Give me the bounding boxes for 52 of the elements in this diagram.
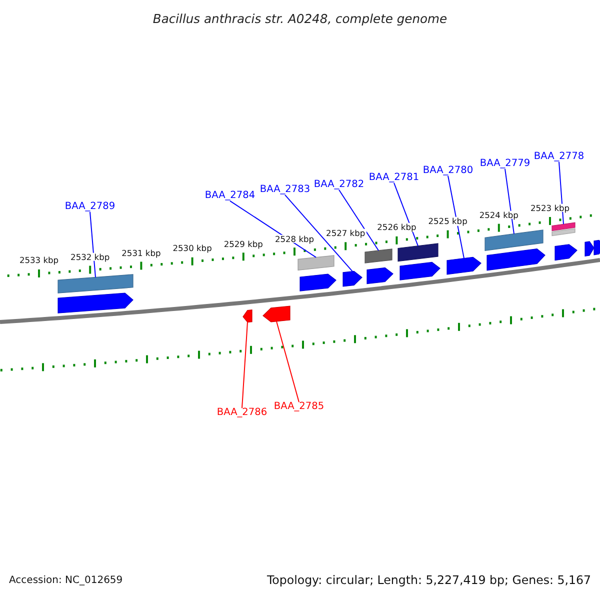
gene-block (594, 240, 600, 256)
leader-line (284, 194, 353, 272)
gene-feature (484, 230, 544, 251)
tick-label: 2528 kbp (274, 234, 316, 243)
gene-label: BAA_2779 (480, 159, 530, 169)
gene-feature (364, 248, 392, 264)
leader-line (230, 200, 316, 258)
gene-label: BAA_2778 (534, 152, 584, 162)
leader-line (504, 168, 514, 234)
gene-feature (552, 228, 576, 236)
tick-label: 2532 kbp (70, 252, 111, 261)
gene-label: BAA_2785 (274, 402, 324, 412)
tick-label: 2531 kbp (120, 248, 162, 257)
gene-label: BAA_2786 (216, 408, 268, 418)
leader-line (276, 320, 300, 403)
gene-block (242, 309, 252, 323)
tick-label: 2523 kbp (529, 204, 571, 212)
gene-label: BAA_2780 (422, 166, 474, 176)
tick-label: 2529 kbp (222, 240, 264, 248)
tick-label: 2524 kbp (478, 210, 520, 219)
gene-block (262, 306, 290, 322)
tick-label: 2533 kbp (18, 256, 60, 265)
leader-line (338, 189, 379, 251)
gene-block (584, 241, 594, 256)
leader-line (90, 211, 96, 278)
gene-label: BAA_2783 (260, 185, 310, 195)
gene-block (300, 274, 336, 292)
gene-feature (552, 222, 576, 232)
gene-feature (398, 243, 438, 262)
accession-text: Accession: NC_012659 (9, 576, 123, 586)
leader-line (558, 161, 564, 225)
gene-label: BAA_2789 (64, 202, 116, 212)
gene-block (366, 267, 394, 284)
gene-block (446, 256, 482, 275)
gene-block (486, 248, 546, 271)
gene-label: BAA_2781 (368, 173, 420, 183)
gene-block (400, 262, 440, 280)
tick-label: 2526 kbp (376, 223, 418, 232)
gene-block (554, 244, 578, 261)
gene-feature (298, 255, 334, 271)
tick-label: 2525 kbp (427, 217, 468, 226)
gene-feature (58, 274, 134, 294)
leader-line (448, 175, 464, 259)
leader-line (242, 322, 248, 409)
tick-label: 2530 kbp (172, 244, 213, 252)
title: Bacillus anthracis str. A0248, complete genome (152, 12, 448, 26)
gene-block (58, 292, 134, 314)
gene-label: BAA_2782 (314, 180, 364, 190)
gene-block (342, 270, 362, 287)
gene-label: BAA_2784 (204, 191, 256, 201)
genome-stats-text: Topology: circular; Length: 5,227,419 bp; Genes: 5,167 (266, 575, 591, 587)
tick-label: 2527 kbp (325, 229, 366, 238)
